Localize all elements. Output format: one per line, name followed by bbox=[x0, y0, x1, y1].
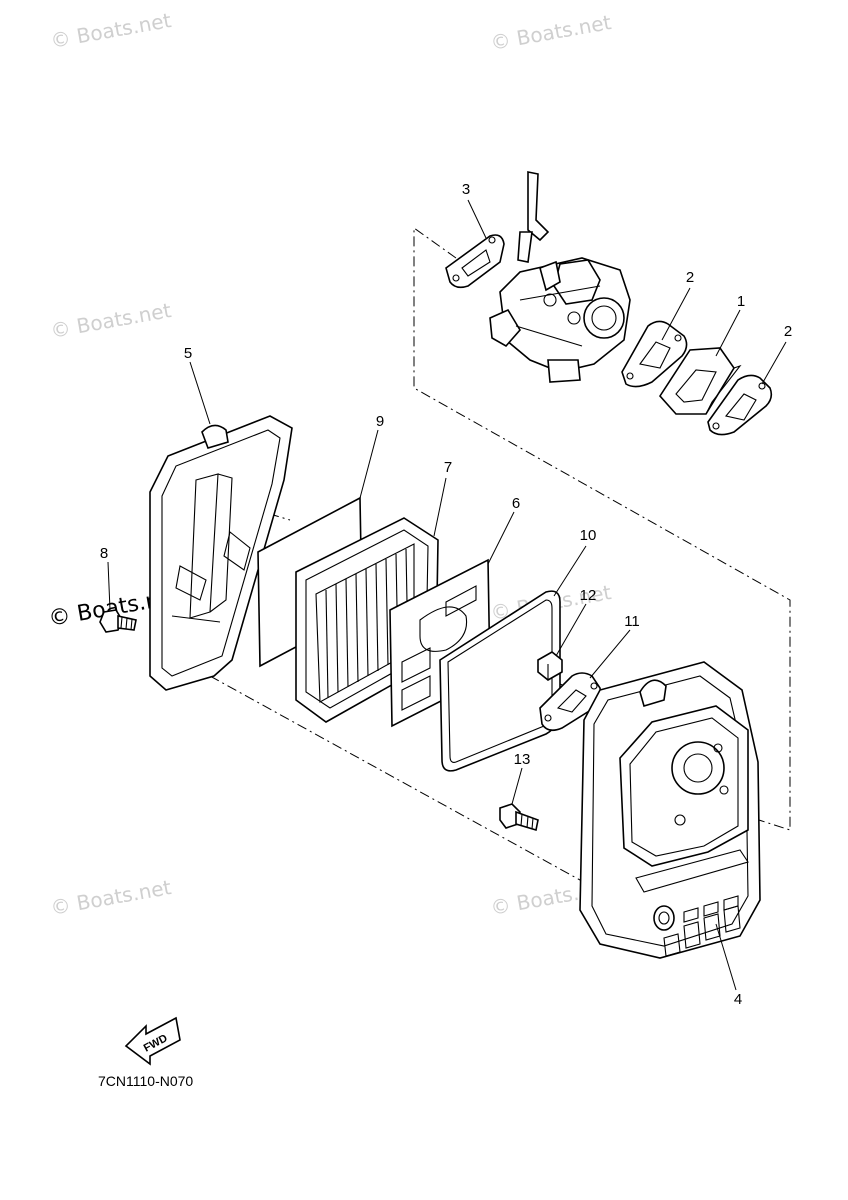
watermark-text: © Boats.net bbox=[489, 10, 613, 55]
callout-2: 2 bbox=[686, 269, 694, 286]
part-8-bolt[interactable] bbox=[99, 609, 137, 633]
callout-4: 4 bbox=[734, 991, 742, 1008]
part-1-insulator[interactable] bbox=[658, 347, 742, 415]
watermark-text: © Boats.net bbox=[49, 298, 173, 343]
watermark-text: © Boats.net bbox=[49, 875, 173, 920]
watermarks: © Boats.net © Boats.net © Boats.net © Bo… bbox=[47, 8, 613, 920]
watermark-text: © Boats.net bbox=[49, 8, 173, 53]
part-4-air-cleaner-cover[interactable] bbox=[579, 661, 761, 959]
callout-8: 8 bbox=[100, 545, 108, 562]
callout-10: 10 bbox=[580, 527, 597, 544]
callout-6: 6 bbox=[512, 495, 520, 512]
callout-3: 3 bbox=[462, 181, 470, 198]
callout-7: 7 bbox=[444, 459, 452, 476]
callout-9: 9 bbox=[376, 413, 384, 430]
callout-12: 12 bbox=[580, 587, 597, 604]
callout-13: 13 bbox=[514, 751, 531, 768]
leader-lines bbox=[107, 199, 787, 991]
part-12-nut[interactable] bbox=[537, 651, 563, 681]
fwd-arrow-icon: FWD bbox=[124, 1016, 181, 1066]
cover-vent-slots bbox=[653, 895, 741, 957]
part-2-gasket-left[interactable] bbox=[621, 320, 688, 388]
callout-5: 5 bbox=[184, 345, 192, 362]
diagram-code: 7CN1110-N070 bbox=[98, 1073, 193, 1089]
callout-11: 11 bbox=[624, 613, 640, 630]
part-3-gasket[interactable] bbox=[445, 234, 505, 289]
part-13-bolt[interactable] bbox=[499, 803, 539, 832]
callouts: 3 2 1 2 5 9 7 6 10 8 12 11 13 4 bbox=[100, 181, 792, 1008]
callout-2: 2 bbox=[784, 323, 792, 340]
carburetor[interactable] bbox=[489, 171, 631, 383]
callout-1: 1 bbox=[737, 293, 745, 310]
